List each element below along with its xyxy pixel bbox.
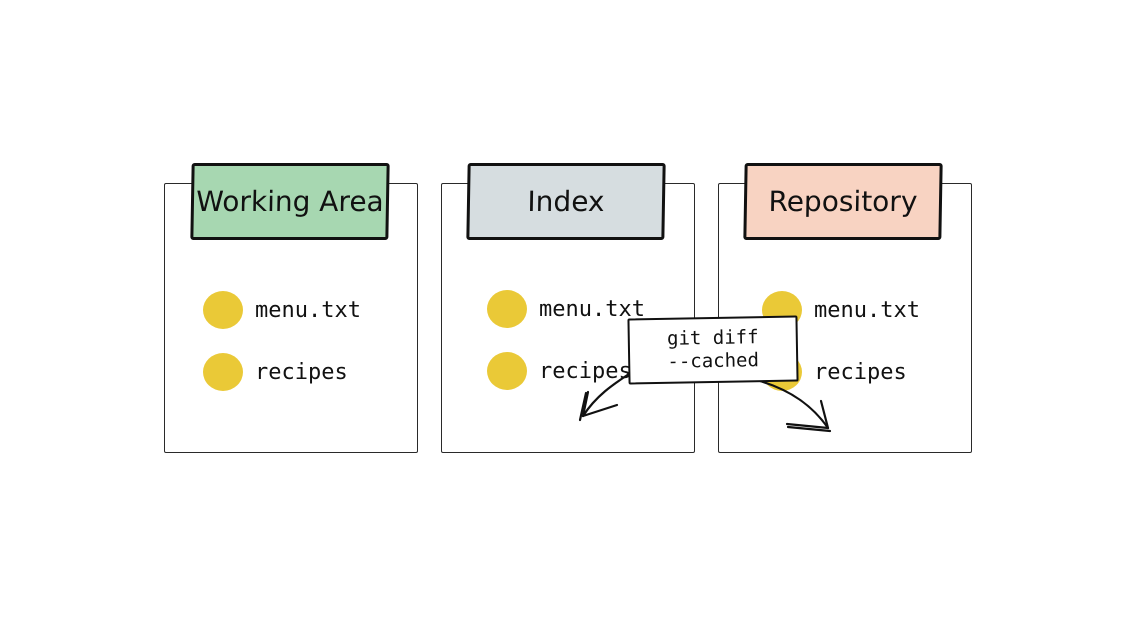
working-file-recipes: recipes <box>203 353 348 391</box>
index-file-menu: menu.txt <box>487 290 645 328</box>
arrow-to-repo-icon <box>758 379 830 430</box>
file-dot-icon <box>487 352 527 390</box>
index-file-recipes: recipes <box>487 352 632 390</box>
file-label: menu.txt <box>255 297 361 323</box>
command-line-1: git diff <box>666 326 759 350</box>
file-label: recipes <box>814 359 907 385</box>
file-dot-icon <box>487 290 527 328</box>
working-file-menu: menu.txt <box>203 291 361 329</box>
file-label: menu.txt <box>814 297 920 323</box>
arrow-to-index-icon <box>581 370 634 418</box>
git-diff-cached-command: git diff --cached <box>627 315 799 385</box>
file-dot-icon <box>203 291 243 329</box>
file-label: recipes <box>539 358 632 384</box>
file-dot-icon <box>203 353 243 391</box>
command-line-2: --cached <box>667 349 760 373</box>
file-label: recipes <box>255 359 348 385</box>
file-label: menu.txt <box>539 296 645 322</box>
